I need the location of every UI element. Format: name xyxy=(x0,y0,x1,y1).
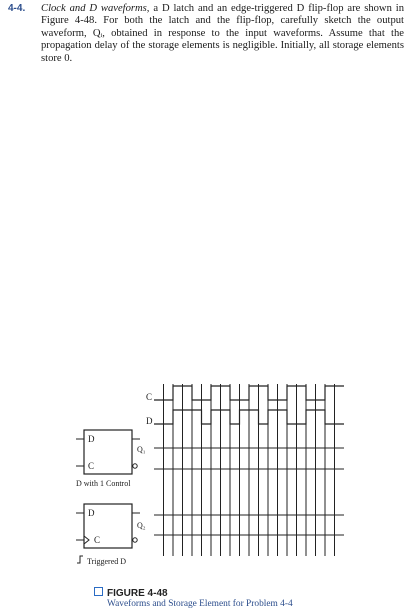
d-flipflop-box xyxy=(83,503,133,549)
problem-lead-in: Clock and D waveforms, xyxy=(41,3,150,14)
data-label: D xyxy=(146,416,153,426)
rising-edge-icon xyxy=(77,555,83,564)
d-flipflop: D C Q₂ Triggered D xyxy=(76,503,146,566)
problem-number: 4-4. xyxy=(8,3,26,14)
d-flipflop-d-label: D xyxy=(88,508,95,518)
d-latch-box xyxy=(83,429,133,475)
clock-waveform xyxy=(154,385,344,401)
d-latch-q-label: Q₁ xyxy=(137,445,146,454)
d-flipflop-caption: Triggered D xyxy=(87,557,126,566)
d-flipflop-clock-triangle xyxy=(83,535,90,545)
d-latch: D C Q₁ D with 1 Control xyxy=(76,429,146,488)
d-latch-caption: D with 1 Control xyxy=(76,479,131,488)
problem-body: a D latch and an edge-triggered D flip-f… xyxy=(41,3,404,64)
d-flipflop-q-label: Q₂ xyxy=(137,521,146,530)
problem-statement: 4-4. Clock and D waveforms, a D latch an… xyxy=(8,3,404,65)
figure-4-48: C D D C Q₁ D with 1 Control D C Q₂ Trigg… xyxy=(76,384,344,566)
d-flipflop-c-label: C xyxy=(94,535,100,545)
d-latch-c-label: C xyxy=(88,461,94,471)
d-latch-qbar-bubble xyxy=(132,463,138,469)
d-flipflop-qbar-bubble xyxy=(132,537,138,543)
figure-caption-subtitle: Waveforms and Storage Element for Proble… xyxy=(107,599,293,609)
problem-text: Clock and D waveforms, a D latch and an … xyxy=(41,3,404,65)
d-latch-d-label: D xyxy=(88,434,95,444)
figure-caption: FIGURE 4-48 Waveforms and Storage Elemen… xyxy=(94,587,394,610)
output-trace-lines xyxy=(154,447,344,536)
clock-label: C xyxy=(146,392,152,402)
figure-caption-title: FIGURE 4-48 xyxy=(107,588,168,599)
data-waveform xyxy=(154,409,344,425)
caption-marker-icon xyxy=(94,587,103,596)
